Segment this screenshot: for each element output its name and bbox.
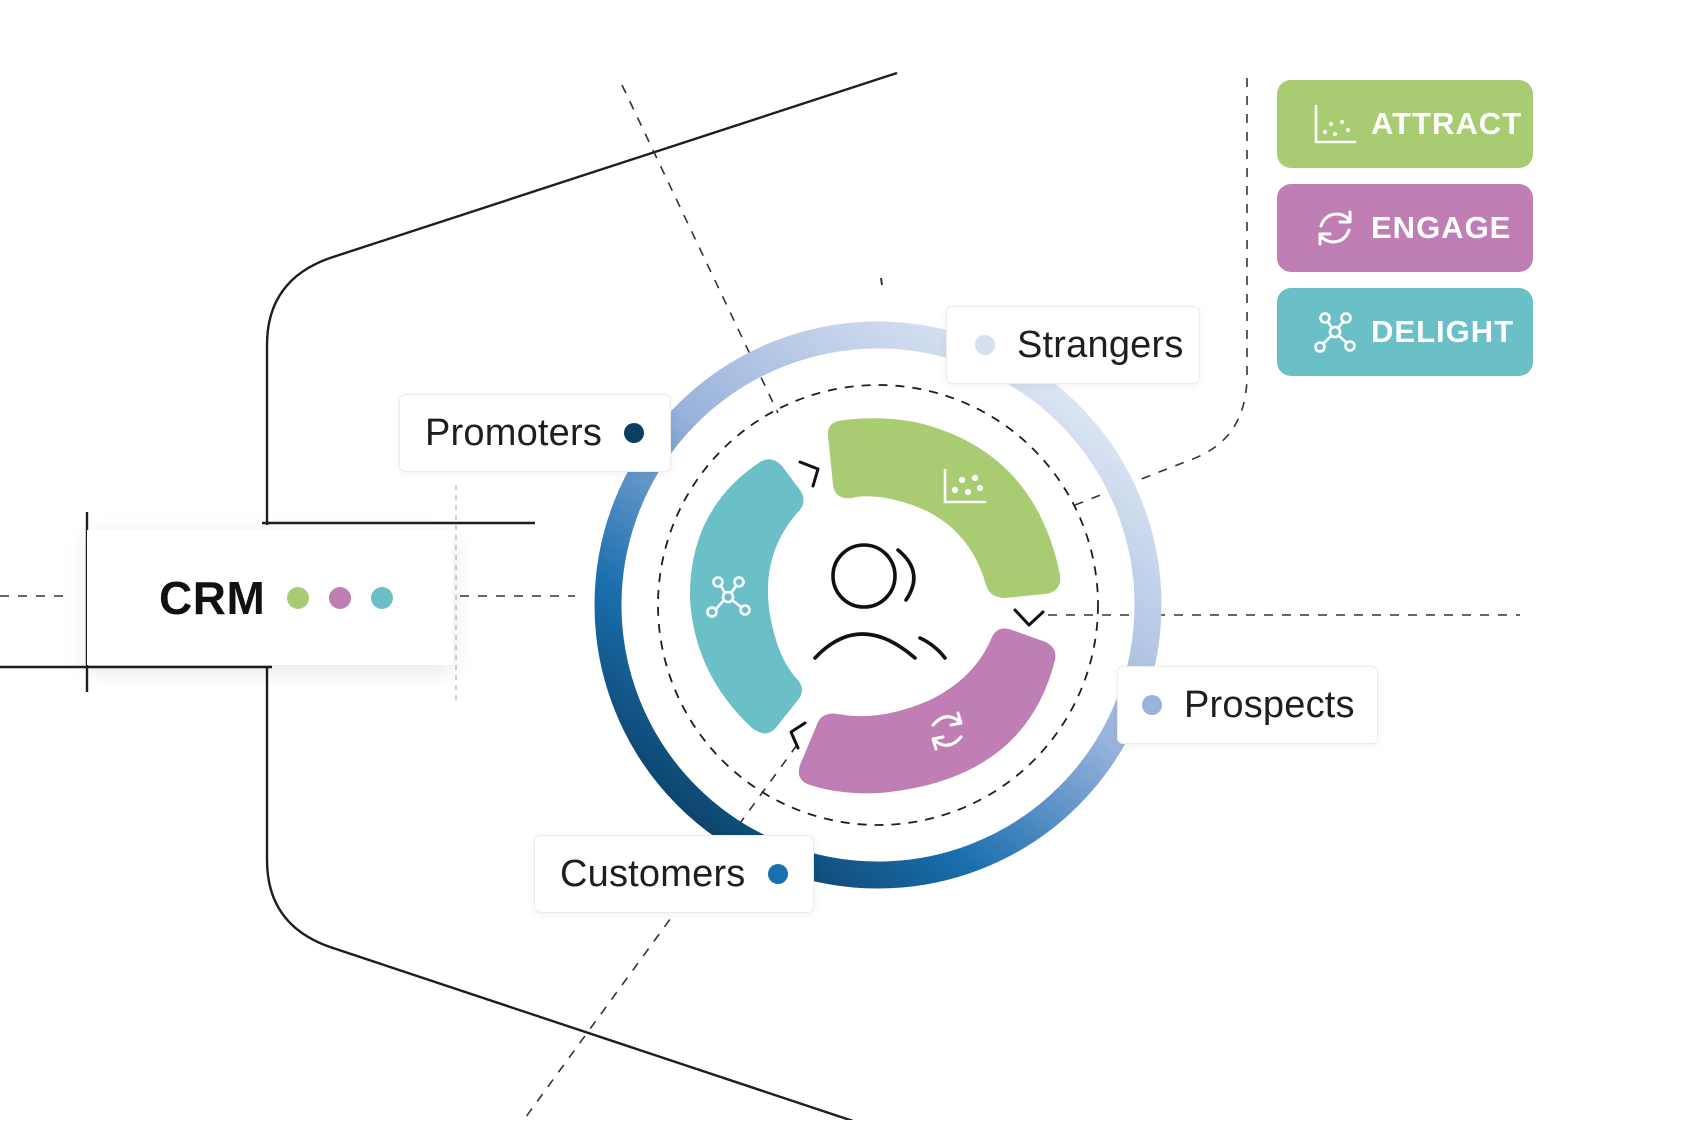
crm-dot-attract (287, 586, 310, 609)
user-group-icon (813, 543, 947, 660)
network-nodes-icon (1313, 310, 1357, 354)
network-nodes-icon (706, 576, 751, 618)
refresh-cycle-icon (1313, 206, 1357, 250)
customers-text: Customers (560, 852, 746, 895)
attract-segment[interactable] (827, 418, 1061, 598)
customers-label: Customers (534, 835, 814, 913)
scatter-chart-icon (1313, 102, 1357, 146)
promoters-dot (624, 423, 645, 443)
strangers-dot (975, 335, 995, 355)
promoters-text: Promoters (425, 411, 603, 454)
attract-button[interactable]: ATTRACT (1277, 80, 1533, 168)
tick-mark (880, 277, 883, 286)
attract-label: ATTRACT (1371, 106, 1523, 141)
scatter-chart-icon (943, 468, 987, 504)
prospects-dot (1142, 695, 1162, 715)
strangers-label: Strangers (946, 306, 1200, 384)
delight-button[interactable]: DELIGHT (1277, 288, 1533, 376)
flow-arrows (789, 460, 1045, 750)
refresh-cycle-icon (931, 711, 963, 751)
guide-lines (0, 78, 1520, 1125)
delight-segment[interactable] (689, 459, 804, 734)
crm-card: CRM (87, 530, 453, 665)
promoters-label: Promoters (399, 394, 671, 472)
prospects-label: Prospects (1117, 666, 1378, 744)
delight-label: DELIGHT (1371, 314, 1515, 349)
funnel-outline (265, 71, 898, 1125)
outer-ring (594, 321, 1162, 889)
crm-dot-delight (371, 586, 394, 609)
engage-button[interactable]: ENGAGE (1277, 184, 1533, 272)
crm-dot-engage (329, 586, 352, 609)
crm-title: CRM (159, 571, 266, 624)
inner-dashed-ring (657, 384, 1099, 826)
engage-label: ENGAGE (1371, 210, 1512, 245)
strangers-text: Strangers (1017, 323, 1184, 366)
engage-segment[interactable] (798, 628, 1056, 794)
prospects-text: Prospects (1184, 683, 1355, 726)
customers-dot (767, 864, 788, 884)
